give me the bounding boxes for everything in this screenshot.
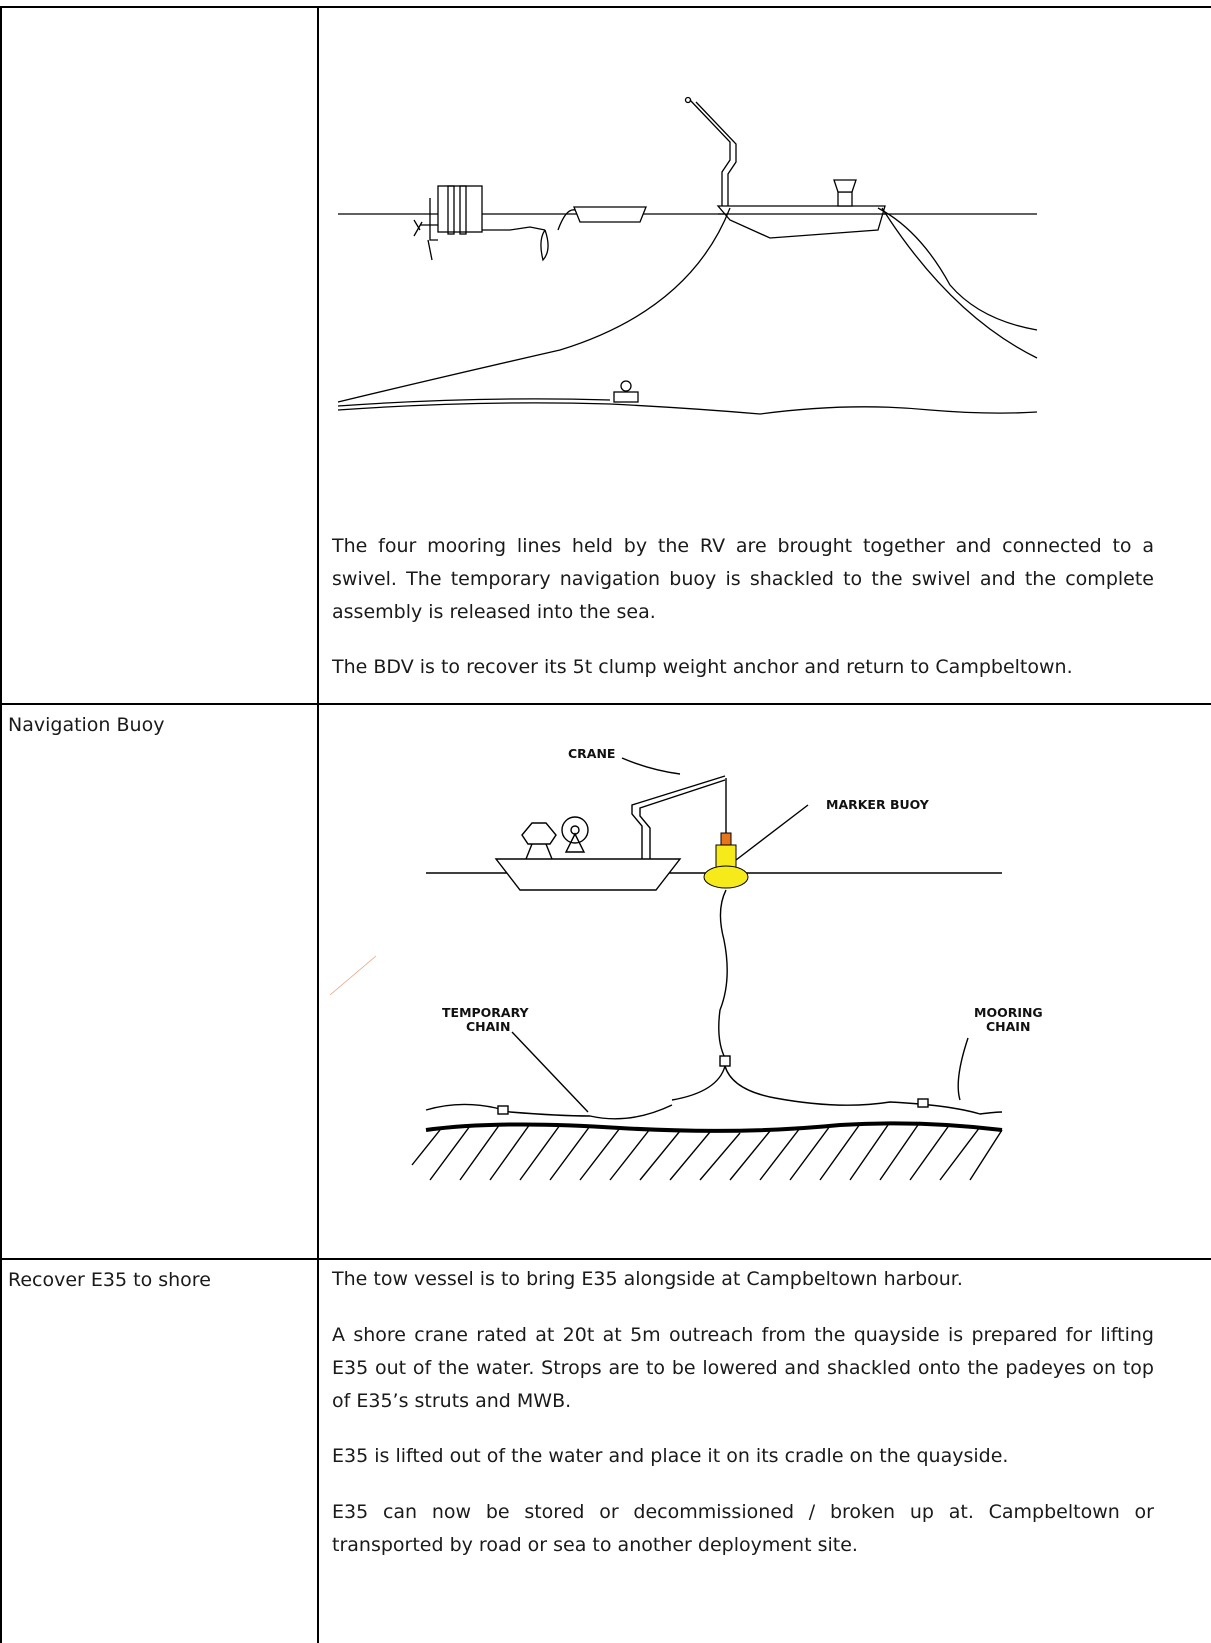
row-divider-1 xyxy=(0,703,1211,705)
row3-paragraph-4: E35 can now be stored or decommissioned … xyxy=(332,1501,1154,1556)
row3-paragraph-3: E35 is lifted out of the water and place… xyxy=(332,1445,1009,1467)
label-temporary-chain-line-2: CHAIN xyxy=(466,1019,510,1034)
navigation-buoy-diagram: CRANE MARKER BUOY TEMPORARY CHAIN MOORIN… xyxy=(329,746,1043,1181)
label-temporary-chain-line-1: TEMPORARY xyxy=(442,1005,530,1020)
label-mooring-chain-line-2: CHAIN xyxy=(986,1019,1030,1034)
row3-paragraph-1: The tow vessel is to bring E35 alongside… xyxy=(332,1268,963,1290)
row-divider-2 xyxy=(0,1258,1211,1260)
label-crane: CRANE xyxy=(568,746,615,761)
row1-paragraph-1: The four mooring lines held by the RV ar… xyxy=(332,535,1154,623)
mooring-release-diagram xyxy=(337,96,1038,415)
label-mooring-chain-line-1: MOORING xyxy=(974,1005,1043,1020)
label-marker-buoy: MARKER BUOY xyxy=(826,797,930,812)
row2-label: Navigation Buoy xyxy=(8,714,165,736)
row1-paragraph-2: The BDV is to recover its 5t clump weigh… xyxy=(332,656,1073,678)
table-left-border xyxy=(0,6,2,1643)
row3-paragraph-2: A shore crane rated at 20t at 5m outreac… xyxy=(332,1324,1154,1412)
table-top-border xyxy=(0,6,1211,8)
column-divider xyxy=(317,6,319,1643)
row3-label: Recover E35 to shore xyxy=(8,1269,211,1291)
